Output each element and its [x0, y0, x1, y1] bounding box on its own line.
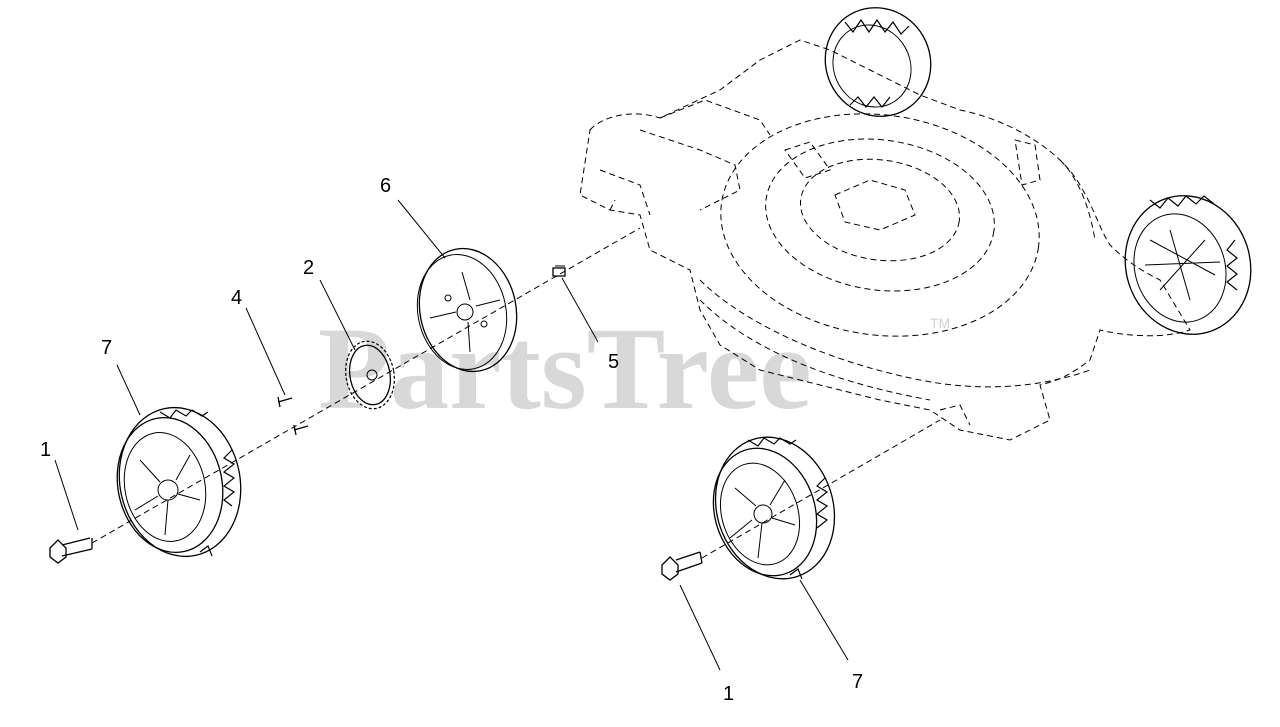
callout-4: 4 — [231, 287, 242, 309]
rear-top-wheel — [824, 7, 932, 117]
assembly-centerlines — [91, 227, 941, 559]
front-left-wheel — [116, 406, 242, 558]
mower-deck — [579, 7, 1191, 441]
callout-2: 2 — [303, 257, 314, 279]
bolt-left-part-1 — [49, 537, 93, 564]
callout-7-right: 7 — [852, 671, 863, 693]
front-right-wheel — [712, 436, 836, 580]
leader-lines — [54, 199, 849, 671]
fastener-part-5 — [552, 265, 566, 277]
watermark-text: PartsTree — [318, 303, 812, 434]
callout-7-left: 7 — [101, 337, 112, 359]
bolt-right-part-1 — [661, 551, 703, 581]
watermark-trademark: TM — [930, 315, 950, 331]
callouts: 1 7 4 2 6 5 1 7 — [40, 175, 863, 705]
watermark: PartsTree TM — [318, 303, 950, 434]
rear-right-wheel — [1124, 195, 1252, 335]
screws-part-4 — [277, 396, 309, 436]
callout-1-left: 1 — [40, 439, 51, 461]
callout-5: 5 — [608, 351, 619, 373]
callout-6: 6 — [380, 175, 391, 197]
callout-1-right: 1 — [723, 683, 734, 705]
hub-cover-part-6 — [416, 247, 518, 373]
